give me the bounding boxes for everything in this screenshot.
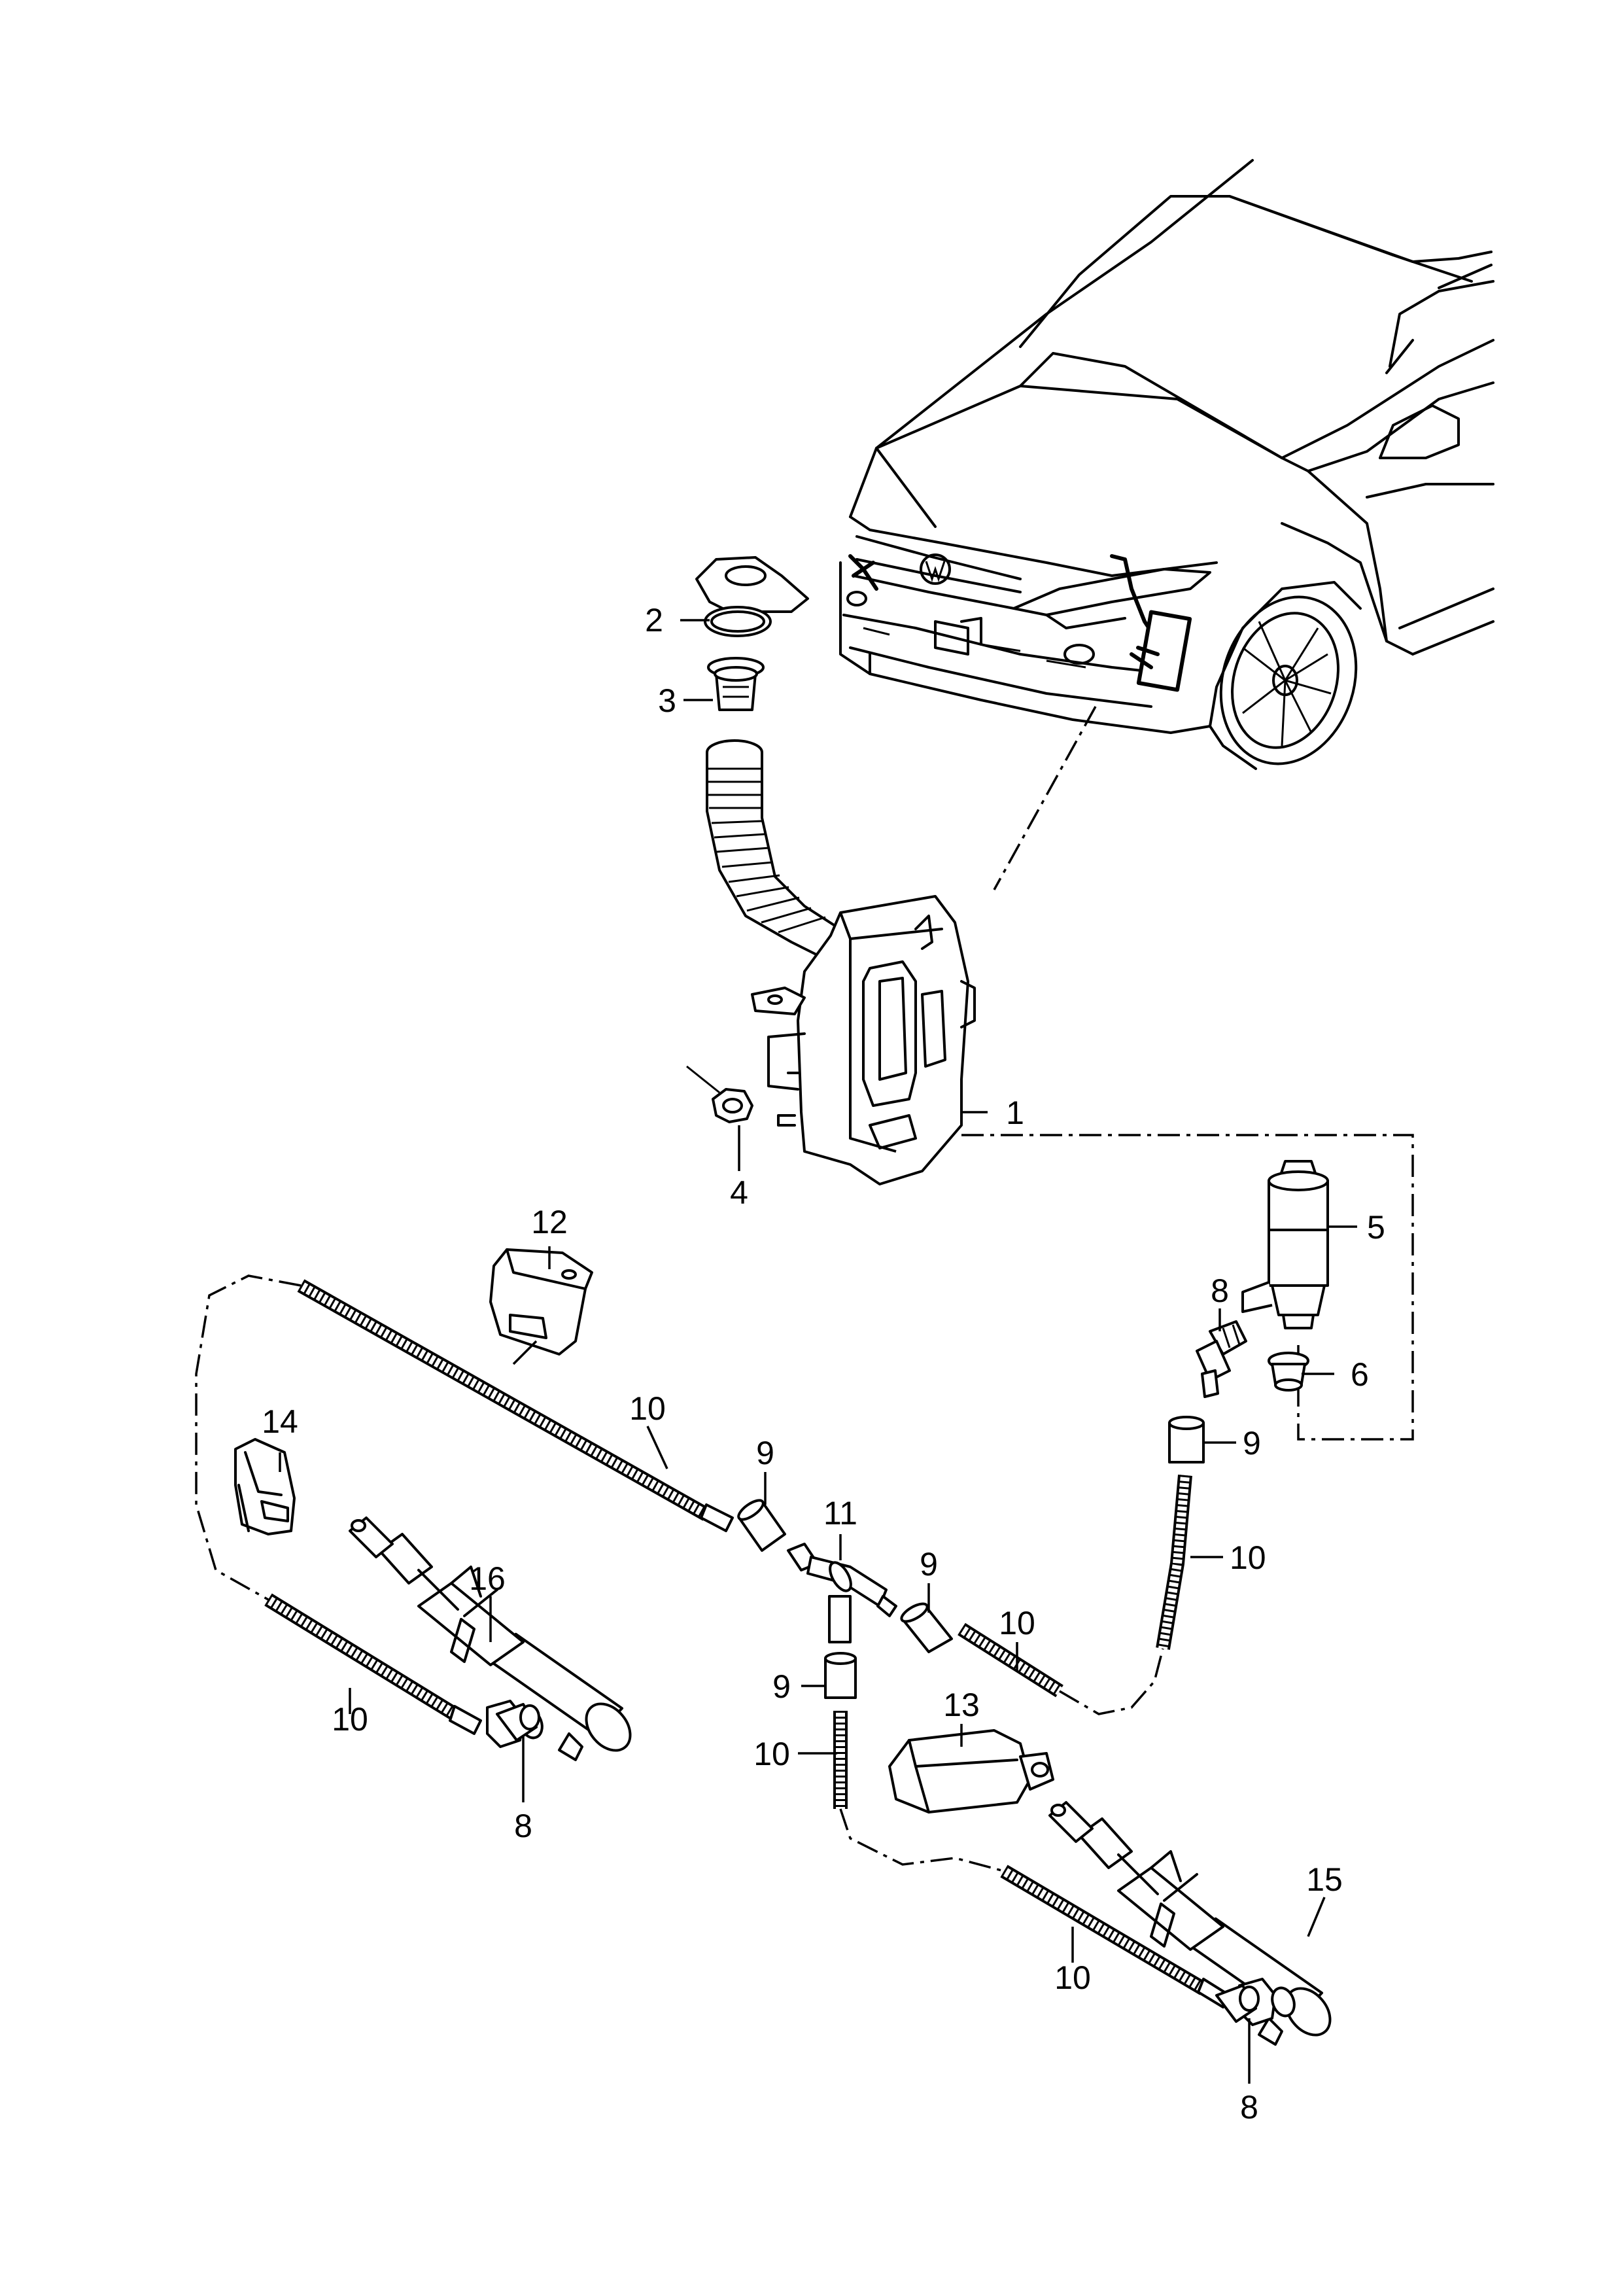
callout-11: 11 <box>823 1495 857 1532</box>
filler-neck-hose <box>706 739 852 956</box>
callout-leaders <box>279 619 1357 2084</box>
holder <box>234 1438 296 1535</box>
callout-16: 16 <box>469 1560 506 1597</box>
washer-hose-set <box>264 1279 1231 2008</box>
callout-9-mid: 9 <box>920 1546 938 1583</box>
t-piece <box>787 1543 897 1643</box>
callout-9-lower: 9 <box>772 1668 791 1705</box>
washer-pump <box>1241 1160 1329 1329</box>
washer-reservoir <box>751 895 976 1185</box>
hose-connector-elbow-lower <box>496 1703 1260 2023</box>
headlight-washer-nozzle-right <box>1048 1801 1332 2046</box>
callout-4: 4 <box>730 1174 748 1211</box>
callout-10-left: 10 <box>332 1701 368 1738</box>
hose-connector-right <box>1168 1416 1205 1463</box>
callout-14: 14 <box>262 1403 298 1440</box>
callout-10-lower: 10 <box>753 1736 790 1772</box>
callout-12: 12 <box>531 1204 568 1240</box>
hose-connector-set <box>737 1499 953 1699</box>
nut <box>686 1065 753 1123</box>
strainer-insert <box>707 657 765 711</box>
grommet <box>1268 1352 1309 1392</box>
callout-10-top: 10 <box>629 1390 666 1427</box>
reservoir-to-pump-leader <box>961 1134 1414 1441</box>
cover-bracket <box>489 1248 593 1356</box>
callout-8-top: 8 <box>1211 1272 1229 1309</box>
callout-2: 2 <box>645 602 663 639</box>
vehicle-front-view <box>839 159 1494 770</box>
callout-8-bottom: 8 <box>1240 2089 1258 2126</box>
callout-9-center: 9 <box>756 1435 774 1471</box>
hose-routing-left <box>195 1274 302 1601</box>
filler-cap <box>695 556 809 637</box>
callout-10-mid: 10 <box>999 1605 1035 1641</box>
hose-routing-right <box>1059 1648 1164 1715</box>
callout-1: 1 <box>1006 1095 1024 1131</box>
callout-10-bottom: 10 <box>1054 1959 1091 1996</box>
headlight-washer-nozzle-left <box>349 1516 632 1761</box>
callout-6: 6 <box>1351 1356 1369 1393</box>
callout-10-right: 10 <box>1230 1539 1266 1576</box>
callout-5: 5 <box>1367 1209 1385 1246</box>
control-unit <box>888 1729 1054 1813</box>
callout-8-left: 8 <box>514 1808 532 1844</box>
callout-9-right: 9 <box>1243 1425 1261 1462</box>
hose-routing-bottom <box>839 1808 1005 1872</box>
vehicle-to-reservoir-leader <box>993 706 1097 890</box>
callout-13: 13 <box>943 1687 980 1723</box>
callout-15: 15 <box>1306 1861 1343 1898</box>
callout-3: 3 <box>658 682 676 719</box>
hose-connector-elbow-top <box>1196 1320 1247 1398</box>
